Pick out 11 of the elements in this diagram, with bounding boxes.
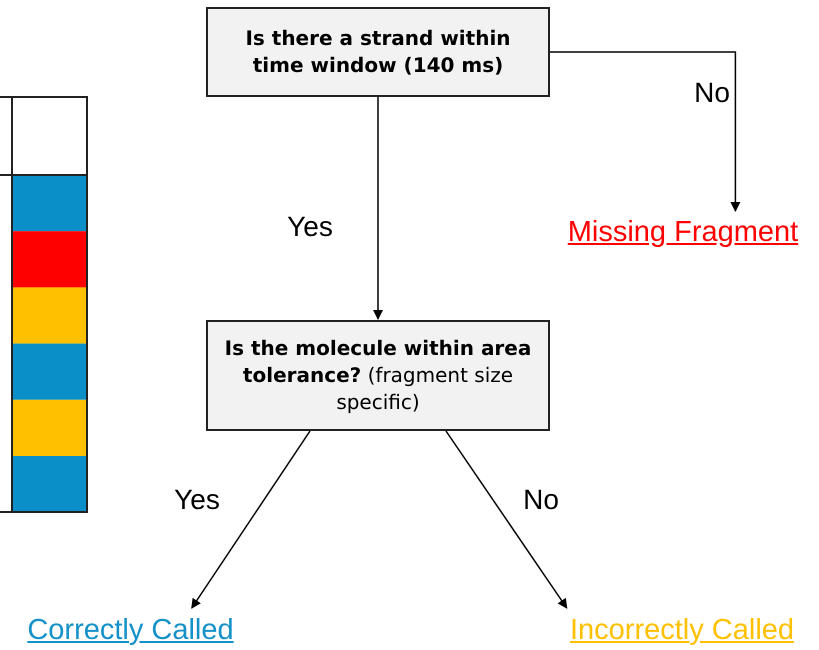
question-text: Is the molecule within area tolerance? (fragment size specific) (224, 335, 532, 416)
decision-box (206, 320, 550, 431)
decision-box (206, 7, 550, 97)
arrow (373, 97, 383, 320)
outcome-text: Missing Fragment (568, 218, 798, 246)
arrow (550, 51, 740, 212)
arrow (445, 430, 568, 609)
question-text: Is there a strand within time window (140 ms) (244, 25, 512, 79)
outcome-text: Correctly Called (27, 616, 234, 644)
arrow (191, 430, 311, 609)
outcome-text: Incorrectly Called (570, 616, 794, 644)
